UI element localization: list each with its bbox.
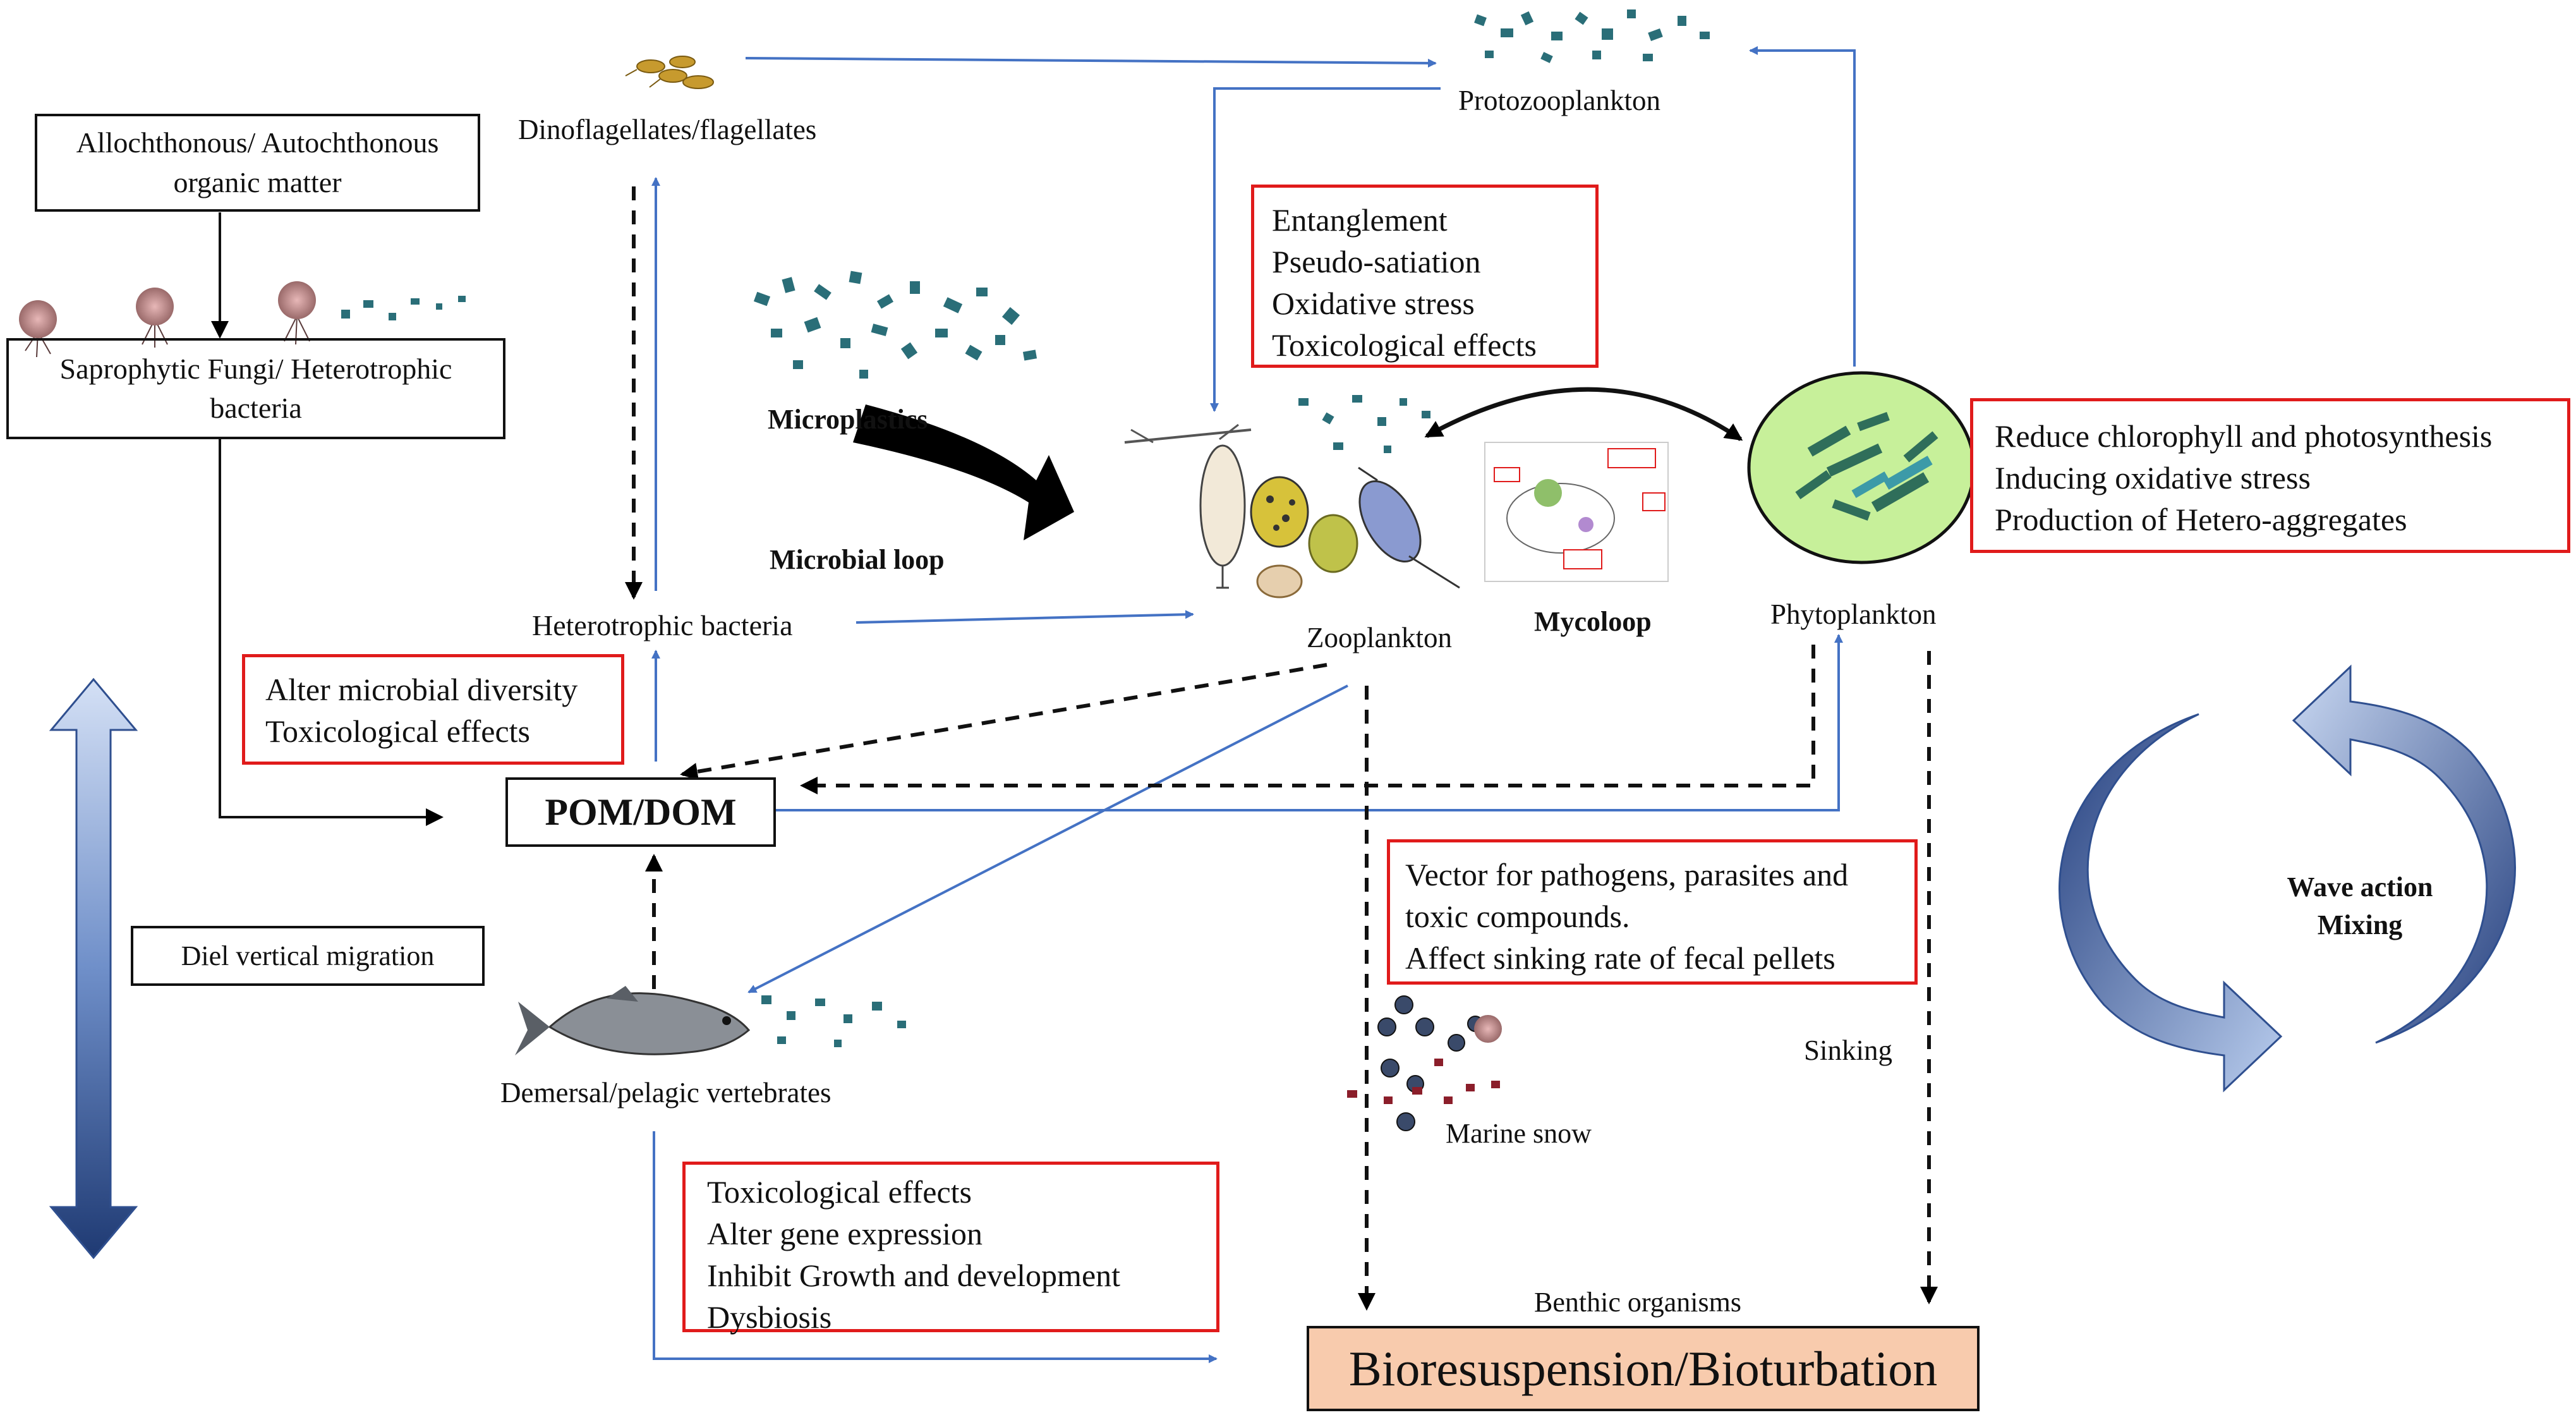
bioresuspension-label: Bioresuspension/Bioturbation bbox=[1348, 1340, 1938, 1396]
zooplankton-label: Zooplankton bbox=[1307, 622, 1452, 653]
effect-item: Alter gene expression bbox=[707, 1216, 983, 1251]
arrow-zooplankton-phyto-double bbox=[1424, 387, 1743, 441]
copepod-icon bbox=[1124, 423, 1460, 598]
arrow-phyto-to-protozoo bbox=[1749, 46, 1856, 367]
effect-item: Inhibit Growth and development bbox=[707, 1258, 1121, 1293]
pom-dom-label: POM/DOM bbox=[545, 791, 737, 833]
effect-item: Vector for pathogens, parasites and bbox=[1405, 857, 1849, 892]
allochthonous-box: Allochthonous/ Autochthonous organic mat… bbox=[35, 114, 480, 212]
effect-item: Pseudo-satiation bbox=[1272, 244, 1481, 279]
dinoflagellates-label: Dinoflagellates/flagellates bbox=[518, 114, 817, 145]
effect-item: Affect sinking rate of fecal pellets bbox=[1405, 940, 1835, 976]
black-dashed-arrows bbox=[625, 186, 1938, 1311]
bacteria-effects-box: Alter microbial diversity Toxicological … bbox=[242, 654, 624, 765]
fungal-spore-icon bbox=[19, 281, 316, 358]
arrow-protozoo-to-zooplankton bbox=[1210, 87, 1441, 412]
diel-migration-label: Diel vertical migration bbox=[181, 940, 435, 971]
phytoplankton-effects-box: Reduce chlorophyll and photosynthesis In… bbox=[1970, 398, 2570, 553]
heterotrophic-bacteria-label: Heterotrophic bacteria bbox=[532, 609, 793, 641]
phytoplankton-cell-icon bbox=[1747, 371, 1976, 564]
wave-action-label: Wave action bbox=[2287, 871, 2433, 902]
effect-item: Toxicological effects bbox=[265, 714, 531, 749]
effect-item: Toxicological effects bbox=[707, 1174, 972, 1210]
marine-snow-label: Marine snow bbox=[1446, 1118, 1592, 1149]
effect-item: Entanglement bbox=[1272, 202, 1448, 238]
microplastics-label: Microplastics bbox=[768, 404, 928, 435]
effect-item: Alter microbial diversity bbox=[265, 672, 578, 707]
microbial-loop-label: Microbial loop bbox=[770, 544, 945, 575]
arrow-vertebrates-to-bioturbation bbox=[653, 1131, 1218, 1363]
mixing-label: Mixing bbox=[2317, 909, 2403, 940]
mycoloop-inset-icon bbox=[1484, 442, 1669, 582]
effect-item: Inducing oxidative stress bbox=[1995, 460, 2311, 495]
microplastic-fragments-icon bbox=[341, 9, 1710, 1047]
marine-snow-icon bbox=[1347, 995, 1502, 1131]
diel-migration-arrow-icon bbox=[49, 677, 138, 1260]
arrow-pom-to-phyto bbox=[776, 634, 1843, 811]
arrow-dino-to-protozoo bbox=[745, 57, 1437, 68]
saprophytic-label: Saprophytic Fungi/ Heterotrophic bacteri… bbox=[59, 352, 452, 424]
arrow-zooplankton-to-pom bbox=[680, 663, 1327, 780]
flow-arrows bbox=[651, 46, 1856, 1363]
allochthonous-label: Allochthonous/ Autochthonous organic mat… bbox=[76, 126, 439, 198]
effect-item: Production of Hetero-aggregates bbox=[1995, 502, 2407, 537]
diel-migration-box: Diel vertical migration bbox=[131, 926, 485, 986]
effect-item: toxic compounds. bbox=[1405, 899, 1630, 934]
arrow-phyto-to-pom bbox=[800, 645, 1815, 794]
arrow-bacteria-to-zooplankton bbox=[856, 610, 1194, 624]
protozooplankton-label: Protozooplankton bbox=[1458, 85, 1660, 116]
microplastics-big-arrow-icon bbox=[853, 404, 1074, 540]
arrow-saprophytic-to-pom bbox=[219, 439, 444, 826]
sinking-label: Sinking bbox=[1804, 1035, 1893, 1066]
vertebrates-label: Demersal/pelagic vertebrates bbox=[500, 1077, 831, 1108]
bioresuspension-box: Bioresuspension/Bioturbation bbox=[1307, 1326, 1980, 1411]
phytoplankton-label: Phytoplankton bbox=[1770, 598, 1937, 630]
vector-effects-box: Vector for pathogens, parasites and toxi… bbox=[1387, 839, 1918, 985]
arrow-zooplankton-to-vertebrates bbox=[747, 684, 1348, 993]
mycoloop-label: Mycoloop bbox=[1534, 606, 1652, 637]
effect-item: Toxicological effects bbox=[1272, 327, 1537, 363]
effect-item: Dysbiosis bbox=[707, 1299, 832, 1335]
dinoflagellate-icon bbox=[625, 56, 714, 89]
vertebrates-effects-box: Toxicological effects Alter gene express… bbox=[682, 1162, 1219, 1335]
effect-item: Reduce chlorophyll and photosynthesis bbox=[1995, 418, 2493, 454]
saprophytic-box: Saprophytic Fungi/ Heterotrophic bacteri… bbox=[6, 338, 505, 439]
zooplankton-effects-box: Entanglement Pseudo-satiation Oxidative … bbox=[1251, 185, 1599, 368]
effect-item: Oxidative stress bbox=[1272, 286, 1475, 321]
black-solid-arrows bbox=[211, 212, 1743, 826]
wave-action-arrows-icon bbox=[2059, 664, 2516, 1093]
pom-dom-box: POM/DOM bbox=[505, 777, 776, 847]
fish-icon bbox=[515, 986, 751, 1055]
benthic-organisms-label: Benthic organisms bbox=[1534, 1287, 1741, 1318]
